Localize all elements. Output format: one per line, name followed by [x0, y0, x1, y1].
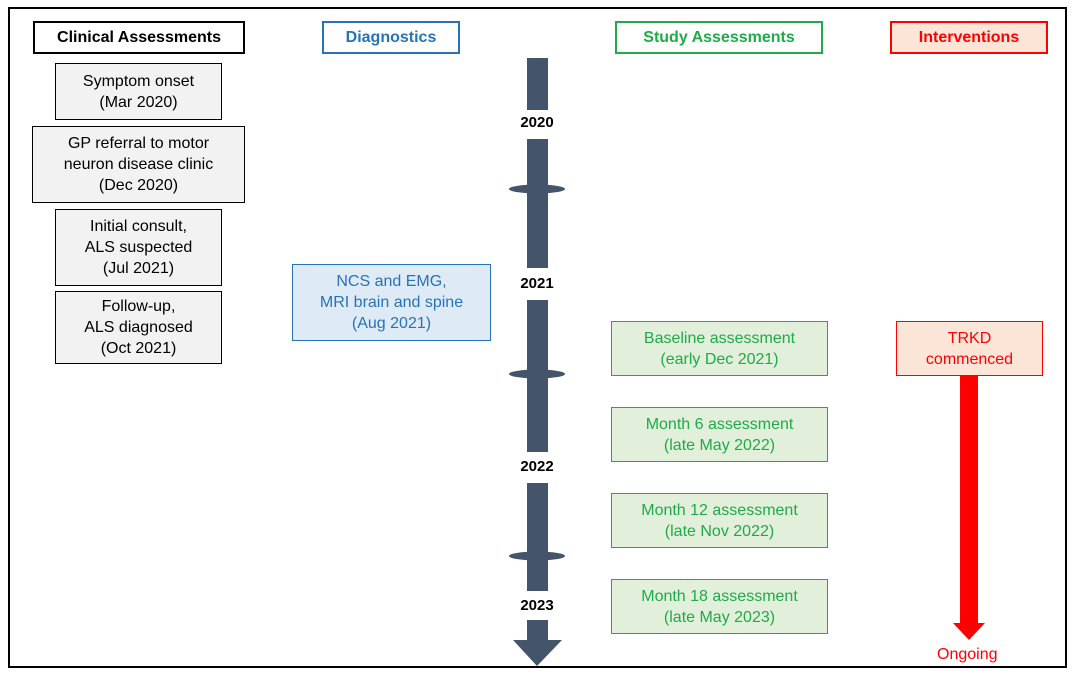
header-interventions: Interventions: [890, 21, 1048, 54]
study-box-baseline: Baseline assessment (early Dec 2021): [611, 321, 828, 376]
timeline-arrowhead: [513, 640, 562, 666]
timeline-segment: [527, 139, 548, 268]
box-line: (early Dec 2021): [660, 350, 779, 368]
box-line: MRI brain and spine: [319, 294, 464, 311]
study-box-month-6: Month 6 assessment (late May 2022): [611, 407, 828, 462]
clinical-box-follow-up: Follow-up, ALS diagnosed (Oct 2021): [55, 291, 222, 364]
box-line: ALS suspected: [84, 239, 193, 256]
intervention-box-trkd: TRKD commenced: [896, 321, 1043, 376]
box-line: NCS and EMG,: [336, 273, 447, 290]
clinical-box-gp-referral: GP referral to motor neuron disease clin…: [32, 126, 245, 203]
box-line: ALS diagnosed: [84, 319, 193, 336]
box-line: (late May 2022): [663, 436, 776, 454]
intervention-arrowhead: [953, 623, 985, 640]
header-study-assessments: Study Assessments: [615, 21, 823, 54]
box-line: Follow-up,: [101, 298, 176, 315]
box-line: Month 18 assessment: [641, 587, 798, 605]
timeline-segment: [527, 58, 548, 110]
box-line: Baseline assessment: [643, 329, 796, 347]
study-box-month-12: Month 12 assessment (late Nov 2022): [611, 493, 828, 548]
box-line: (Oct 2021): [100, 340, 177, 357]
header-diagnostics: Diagnostics: [322, 21, 460, 54]
study-box-month-18: Month 18 assessment (late May 2023): [611, 579, 828, 634]
box-line: Month 12 assessment: [641, 501, 798, 519]
box-line: (Aug 2021): [351, 315, 432, 332]
box-line: (Mar 2020): [99, 93, 178, 111]
header-clinical-assessments: Clinical Assessments: [33, 21, 245, 54]
year-label-2022: 2022: [520, 458, 554, 475]
box-line: (late May 2023): [663, 608, 776, 626]
box-line: commenced: [925, 350, 1014, 368]
box-line: Symptom onset: [82, 72, 195, 90]
timeline-segment: [527, 620, 548, 640]
clinical-box-symptom-onset: Symptom onset (Mar 2020): [55, 63, 222, 120]
box-line: GP referral to motor: [67, 135, 210, 152]
intervention-ongoing-label: Ongoing: [937, 646, 998, 663]
timeline-tick: [509, 369, 565, 379]
intervention-arrow-shaft: [960, 376, 978, 624]
diagnostics-box-ncs-emg-mri: NCS and EMG, MRI brain and spine (Aug 20…: [292, 264, 491, 341]
timeline-tick: [509, 551, 565, 561]
box-line: TRKD: [947, 329, 992, 347]
timeline-tick: [509, 184, 565, 194]
timeline-segment: [527, 483, 548, 591]
box-line: Initial consult,: [90, 218, 187, 235]
box-line: (late Nov 2022): [664, 522, 775, 540]
year-label-2023: 2023: [520, 597, 554, 614]
clinical-box-initial-consult: Initial consult, ALS suspected (Jul 2021…: [55, 209, 222, 286]
box-line: Month 6 assessment: [645, 415, 794, 433]
box-line: (Jul 2021): [102, 260, 175, 277]
box-line: neuron disease clinic: [63, 156, 214, 173]
year-label-2021: 2021: [520, 275, 554, 292]
box-line: (Dec 2020): [98, 177, 179, 194]
year-label-2020: 2020: [520, 114, 554, 131]
